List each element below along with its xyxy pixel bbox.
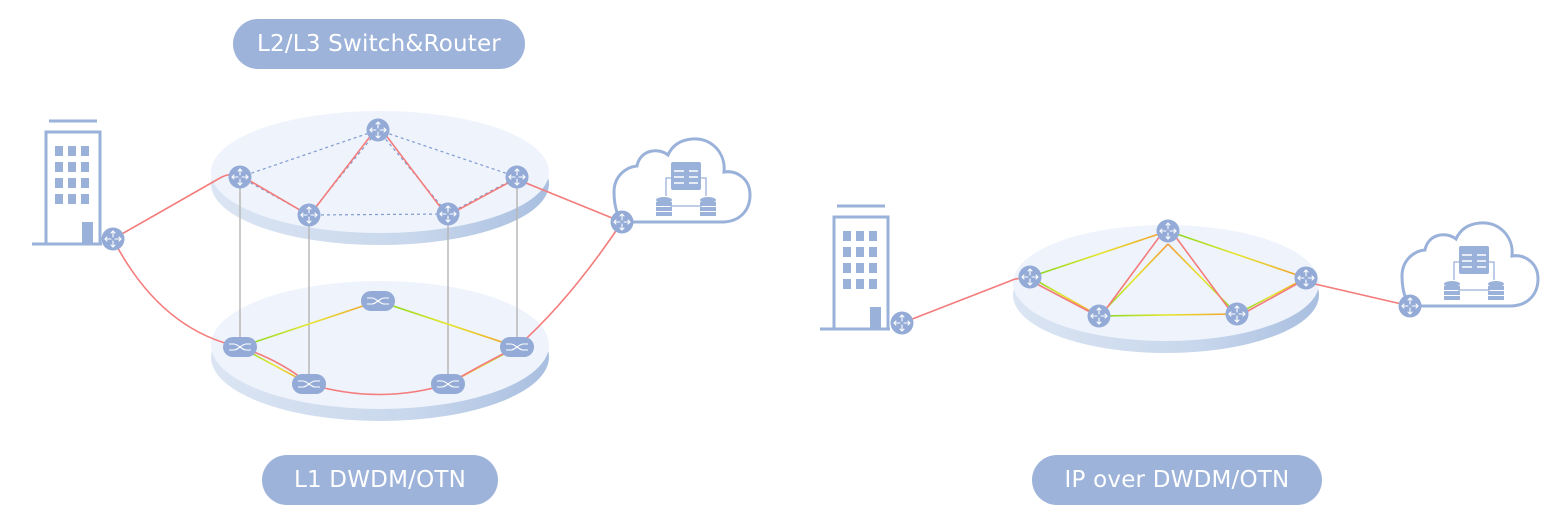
inter-layer-links	[239, 177, 518, 384]
edge-router-icon[interactable]	[1397, 293, 1423, 319]
edge-router-icon[interactable]	[889, 310, 915, 336]
router-icon[interactable]	[227, 164, 253, 190]
optical-switch-icon[interactable]	[222, 336, 258, 358]
building-icon	[818, 204, 892, 331]
router-icon[interactable]	[1086, 303, 1112, 329]
optical-switch-icon[interactable]	[499, 336, 535, 358]
router-layer-label: L2/L3 Switch&Router	[233, 19, 525, 69]
router-icon[interactable]	[1224, 301, 1250, 327]
router-icon[interactable]	[1293, 265, 1319, 291]
optical-switch-icon[interactable]	[291, 373, 327, 395]
optical-switch-icon[interactable]	[360, 290, 396, 312]
edge-router-icon[interactable]	[609, 209, 635, 235]
edge-router-icon[interactable]	[100, 226, 126, 252]
building-icon	[30, 119, 104, 246]
converged-diagram	[818, 204, 1540, 353]
router-layer-disk	[211, 111, 549, 245]
multi-layer-diagram	[30, 111, 752, 421]
ip-over-dwdm-label: IP over DWDM/OTN	[1032, 455, 1322, 505]
cloud-datacenter-icon	[612, 137, 752, 224]
optical-switch-icon[interactable]	[430, 373, 466, 395]
router-icon[interactable]	[504, 164, 530, 190]
cloud-datacenter-icon	[1400, 221, 1540, 308]
router-icon[interactable]	[1017, 264, 1043, 290]
router-icon[interactable]	[1155, 218, 1181, 244]
optical-layer-label: L1 DWDM/OTN	[262, 455, 498, 505]
router-icon[interactable]	[365, 117, 391, 143]
router-icon[interactable]	[296, 202, 322, 228]
router-icon[interactable]	[435, 201, 461, 227]
ip-over-dwdm-disk	[1013, 225, 1319, 353]
